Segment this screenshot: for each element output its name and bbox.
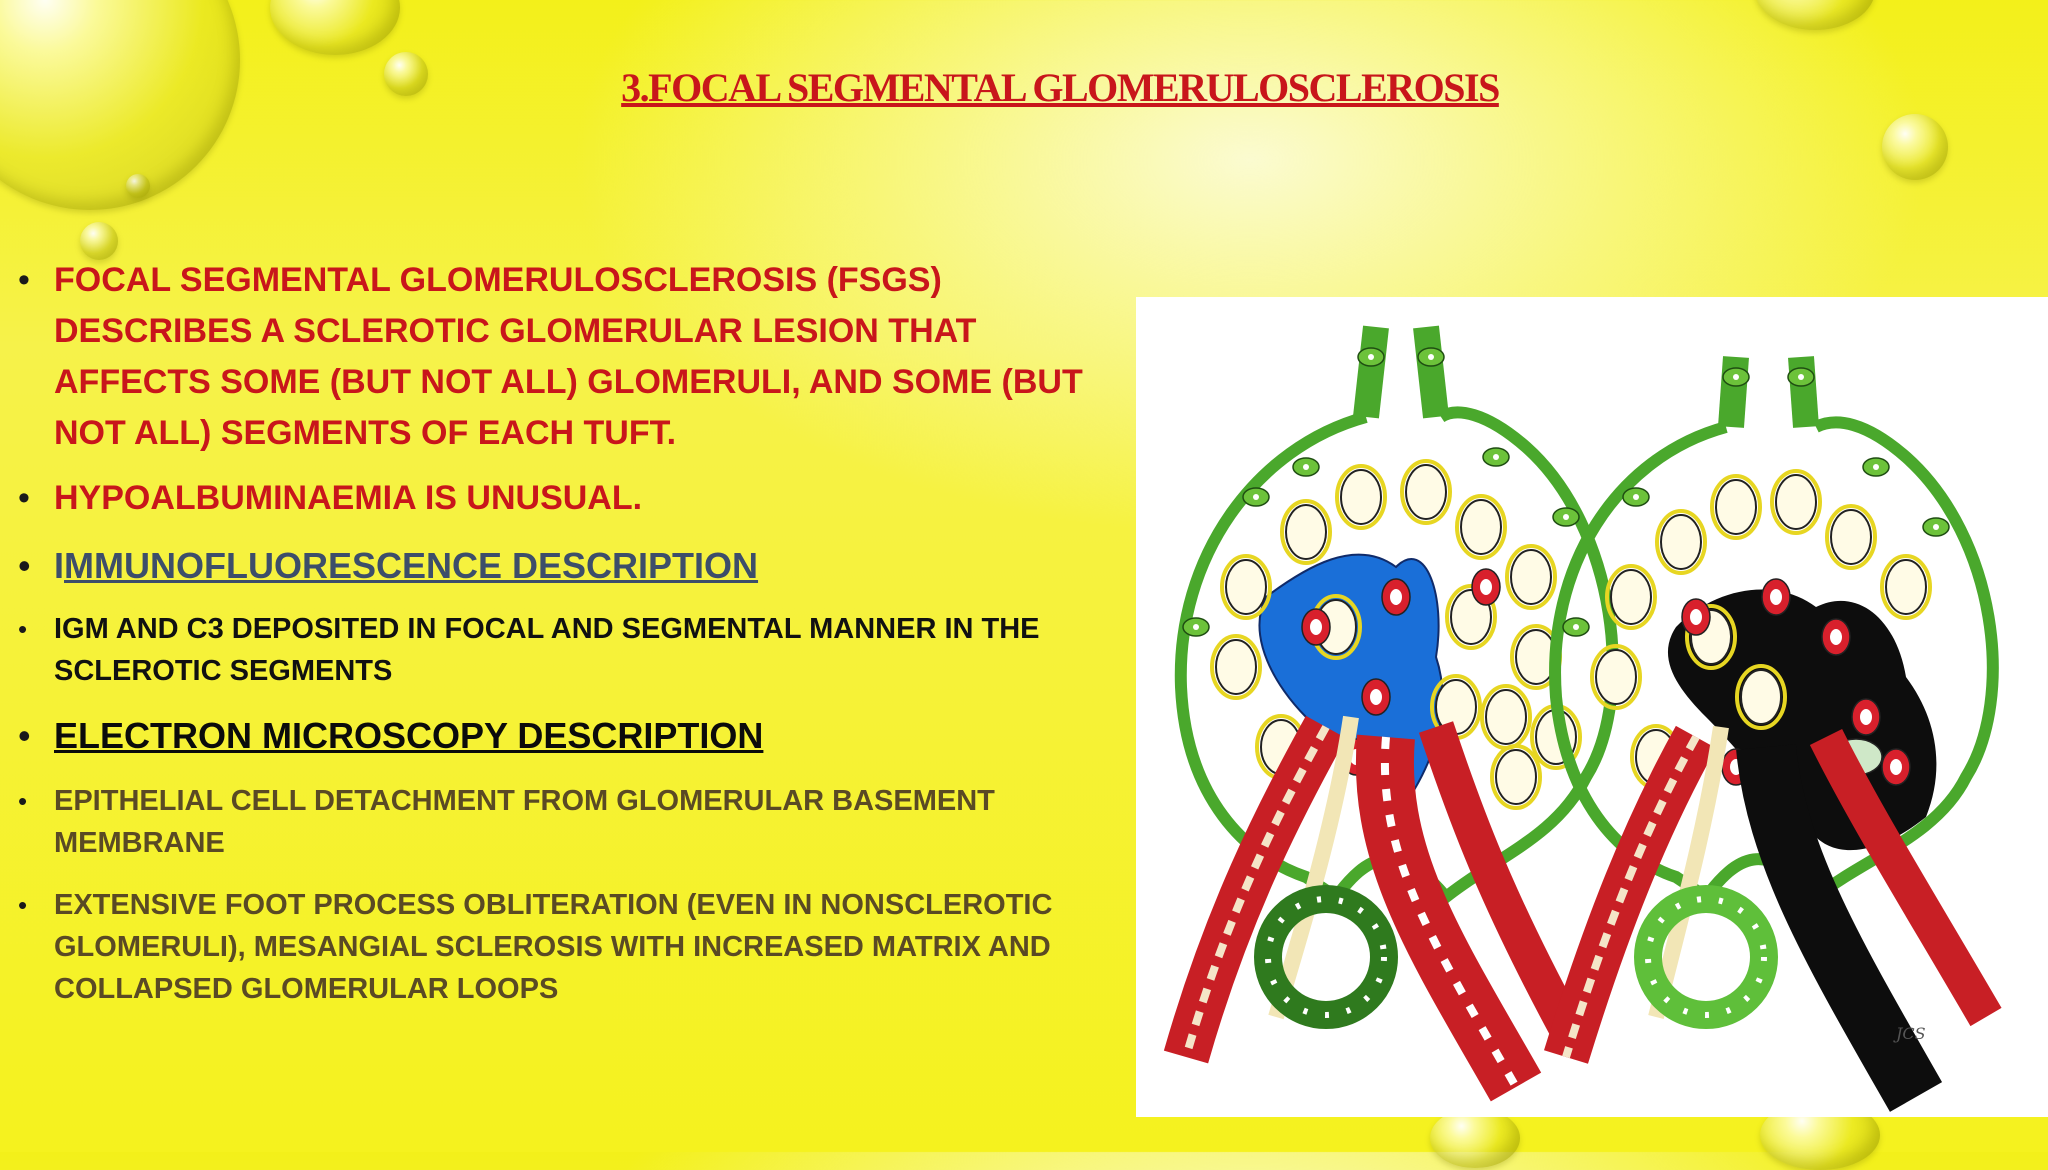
bullet-text: EXTENSIVE FOOT PROCESS OBLITERATION (EVE… — [54, 889, 1053, 1005]
bullet-text: HYPOALBUMINAEMIA IS UNUSUAL. — [54, 479, 643, 517]
droplet-decoration — [0, 0, 240, 210]
bullet-hypoalbuminaemia: HYPOALBUMINAEMIA IS UNUSUAL. — [18, 473, 1128, 524]
droplet-decoration — [80, 222, 118, 260]
artist-signature: JCS — [1893, 1024, 1926, 1043]
heading-text: ELECTRON MICROSCOPY DESCRIPTION — [54, 715, 764, 756]
bullet-list: FOCAL SEGMENTAL GLOMERULOSCLEROSIS (FSGS… — [18, 255, 1128, 1030]
glomerulus-diagram: JCS — [1163, 325, 2002, 1112]
bullet-fsgs-definition: FOCAL SEGMENTAL GLOMERULOSCLEROSIS (FSGS… — [18, 255, 1128, 459]
heading-immunofluorescence: IMMUNOFLUORESCENCE DESCRIPTION — [18, 540, 1128, 592]
bullet-foot-process: EXTENSIVE FOOT PROCESS OBLITERATION (EVE… — [18, 884, 1128, 1010]
bullet-epithelial-detachment: EPITHELIAL CELL DETACHMENT FROM GLOMERUL… — [18, 780, 1128, 864]
bullet-text: FOCAL SEGMENTAL GLOMERULOSCLEROSIS (FSGS… — [54, 261, 1083, 452]
droplet-decoration — [126, 174, 150, 198]
bullet-text: EPITHELIAL CELL DETACHMENT FROM GLOMERUL… — [54, 785, 995, 859]
glomerulus-left — [1163, 325, 1619, 1102]
droplet-decoration — [384, 52, 428, 96]
bullet-text: IGM AND C3 DEPOSITED IN FOCAL AND SEGMEN… — [54, 613, 1040, 687]
droplet-decoration — [270, 0, 400, 55]
droplet-decoration — [1882, 114, 1948, 180]
droplet-decoration — [1755, 0, 1875, 30]
heading-electron-microscopy: ELECTRON MICROSCOPY DESCRIPTION — [18, 710, 1128, 762]
glomerulus-illustration: JCS — [1136, 297, 2048, 1117]
droplet-decoration — [1430, 1108, 1520, 1168]
heading-first-letter: I — [54, 545, 65, 586]
slide-title: 3.FOCAL SEGMENTAL GLOMERULOSCLEROSIS — [621, 65, 1500, 110]
heading-text: MMUNOFLUORESCENCE DESCRIPTION — [64, 545, 759, 586]
glomerulus-right: JCS — [1544, 356, 2002, 1112]
bullet-igm-c3: IGM AND C3 DEPOSITED IN FOCAL AND SEGMEN… — [18, 608, 1128, 692]
